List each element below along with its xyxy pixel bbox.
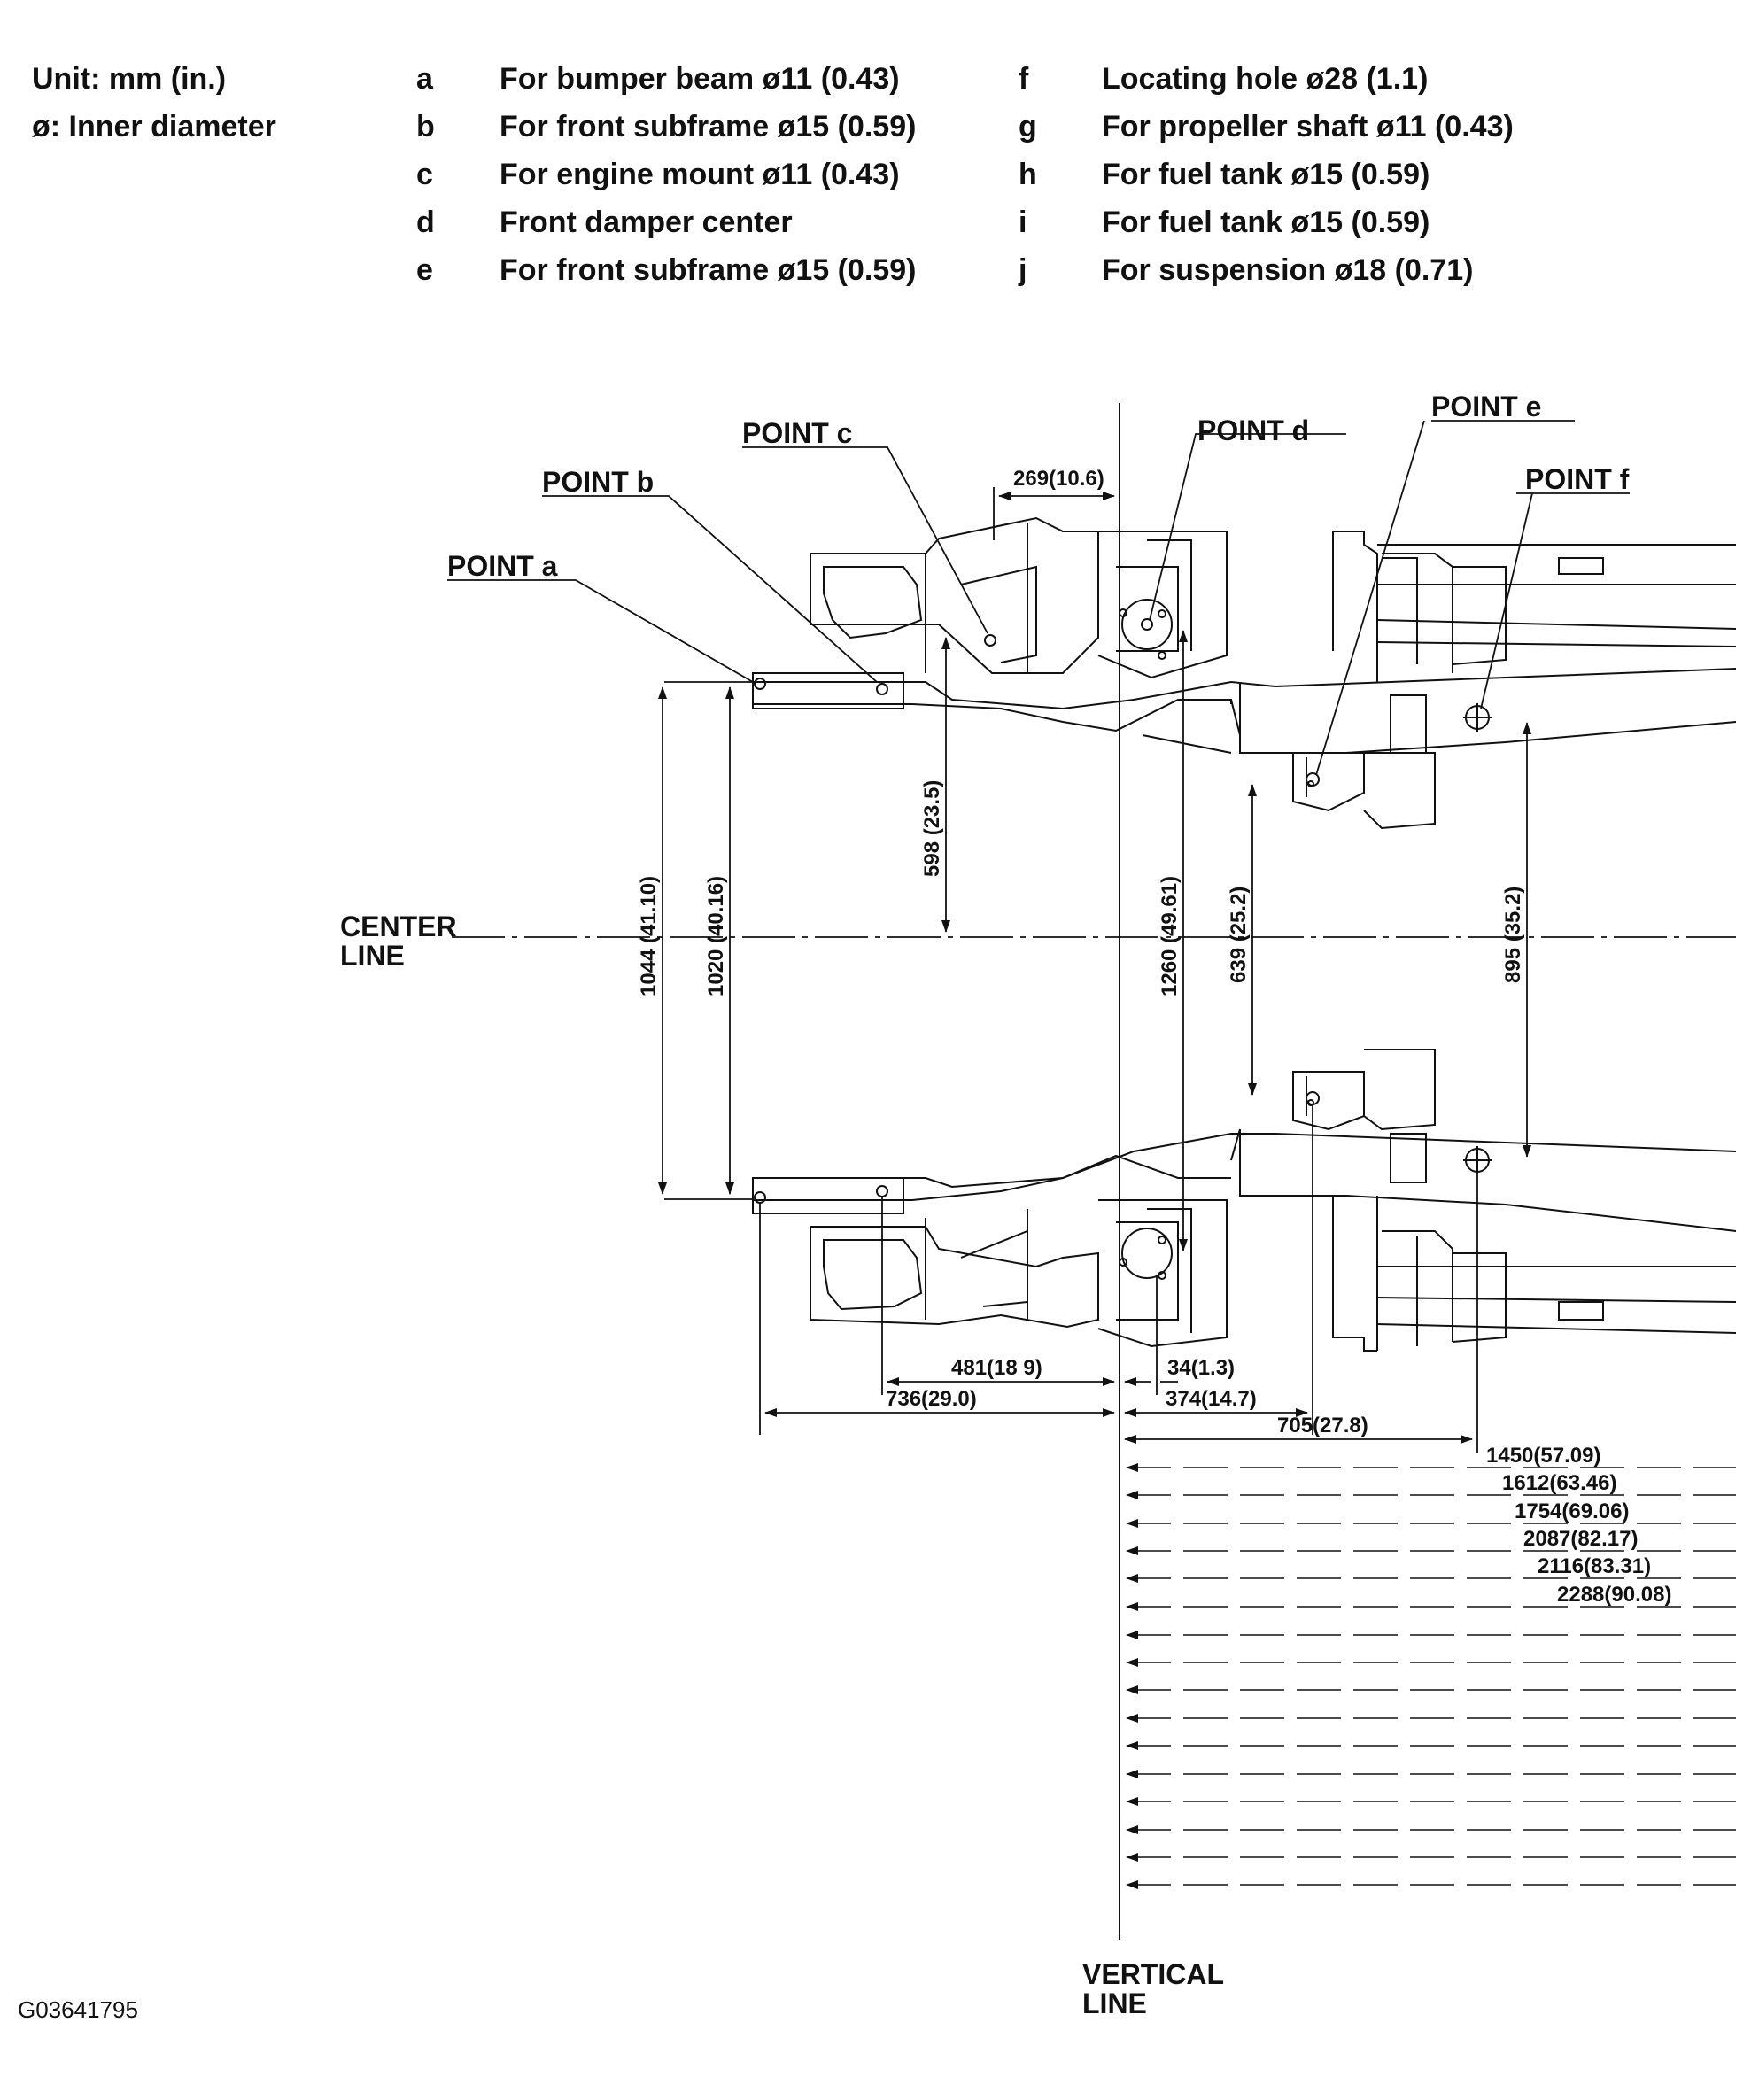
point-labels: POINT a POINT b POINT c POINT d POINT e … [447, 391, 1630, 582]
dim-1450: 1450(57.09) [1486, 1444, 1600, 1468]
center-line-label-2: LINE [340, 940, 405, 972]
dimension-labels: 269(10.6) 598 (23.5) 1044 (41.10) 1020 (… [637, 467, 1671, 1607]
dim-705: 705(27.8) [1277, 1414, 1368, 1437]
point-f-label: POINT f [1525, 463, 1630, 495]
dim-1020: 1020 (40.16) [704, 876, 728, 996]
point-c-label: POINT c [742, 417, 852, 449]
point-a-label: POINT a [447, 550, 558, 582]
unit-label: Unit: mm (in.) [32, 62, 227, 96]
point-d-label: POINT d [1197, 415, 1309, 446]
dim-639: 639 (25.2) [1227, 887, 1251, 983]
inner-diameter-label: ø: Inner diameter [32, 110, 276, 143]
point-leaders [447, 420, 1630, 776]
rear-dimension-leaders [1126, 1463, 1736, 1889]
measurement-markers [754, 618, 1153, 695]
dim-895: 895 (35.2) [1501, 887, 1525, 983]
vertical-line-label-2: LINE [1082, 1988, 1147, 2019]
dim-34: 34(1.3) [1167, 1356, 1235, 1380]
figure-id: G03641795 [18, 1996, 138, 2023]
vertical-line-label-1: VERTICAL [1082, 1958, 1224, 1990]
dim-1612: 1612(63.46) [1502, 1471, 1616, 1495]
frame-outline-lower [752, 1049, 1737, 1352]
frame-outline-upper [752, 516, 1737, 830]
point-e-label: POINT e [1431, 391, 1541, 422]
dim-269: 269(10.6) [1013, 467, 1104, 491]
dim-374: 374(14.7) [1166, 1387, 1257, 1411]
dim-481: 481(18 9) [951, 1356, 1042, 1380]
point-b-label: POINT b [542, 466, 654, 498]
dim-1044: 1044 (41.10) [637, 876, 661, 996]
dim-736: 736(29.0) [886, 1387, 977, 1411]
dim-2087: 2087(82.17) [1523, 1527, 1638, 1551]
dim-1754: 1754(69.06) [1515, 1499, 1629, 1523]
legend-units: Unit: mm (in.) ø: Inner diameter [32, 55, 276, 151]
reference-labels: CENTER LINE VERTICAL LINE [340, 911, 1224, 2019]
dimension-lines [658, 487, 1531, 1453]
center-line-label-1: CENTER [340, 911, 457, 942]
dim-2288: 2288(90.08) [1557, 1583, 1671, 1607]
dim-598: 598 (23.5) [920, 780, 944, 877]
dim-1260: 1260 (49.61) [1158, 876, 1182, 996]
dim-2116: 2116(83.31) [1538, 1554, 1651, 1578]
